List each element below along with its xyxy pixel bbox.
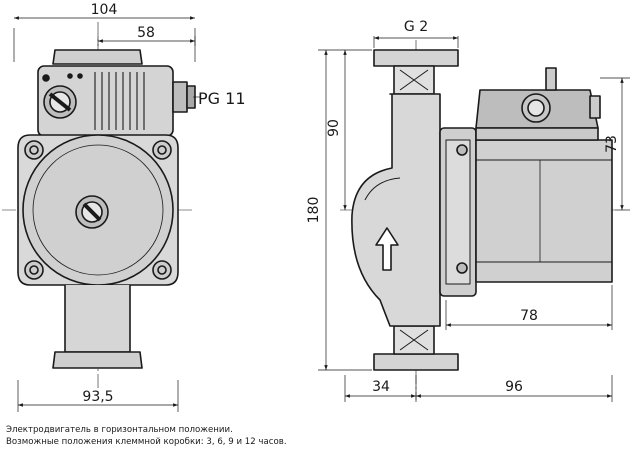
front-dimensions [13, 16, 200, 412]
caption-line-2: Возможные положения клеммной коробки: 3,… [6, 437, 287, 447]
dim-thread: G 2 [404, 19, 428, 35]
dim-width-base: 93,5 [82, 389, 113, 405]
dim-height-right: 73 [604, 135, 620, 153]
caption-line-1: Электродвигатель в горизонтальном положе… [6, 425, 233, 435]
dim-height-total: 180 [306, 197, 322, 224]
dim-height-left: 90 [326, 119, 342, 137]
dim-width-box: 58 [137, 25, 155, 41]
callout-cable-gland: PG 11 [198, 89, 246, 108]
dim-width-total: 104 [91, 2, 118, 18]
dim-depth-front: 34 [372, 379, 390, 395]
side-view [340, 40, 615, 400]
front-view [2, 22, 196, 395]
dim-depth-rear: 96 [505, 379, 523, 395]
side-dimensions [318, 36, 630, 402]
dim-depth-motor: 78 [520, 308, 538, 324]
